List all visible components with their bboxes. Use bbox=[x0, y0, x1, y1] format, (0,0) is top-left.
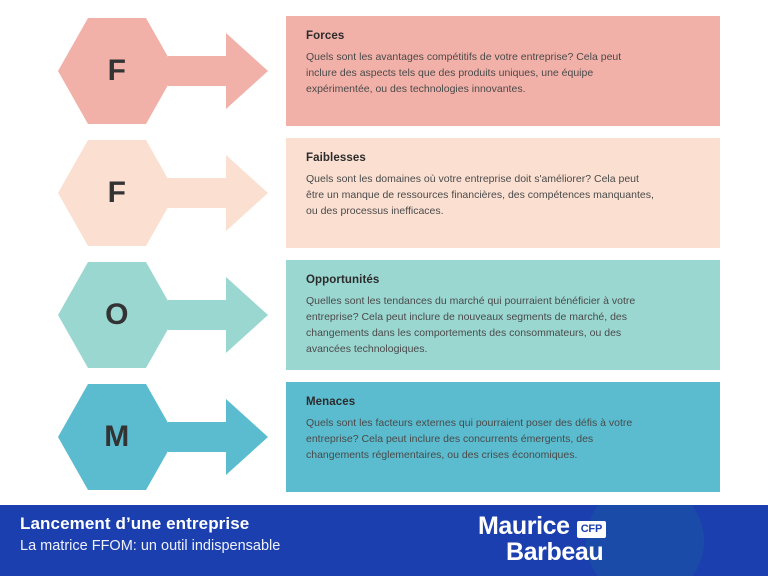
arrow-shape-strengths: F bbox=[58, 16, 268, 126]
arrow-icon bbox=[58, 18, 268, 124]
arrow-letter-opportunities: O bbox=[105, 298, 129, 331]
panel-threats: Menaces Quels sont les facteurs externes… bbox=[286, 382, 720, 492]
footer-text-group: Lancement d’une entreprise La matrice FF… bbox=[20, 514, 460, 554]
swot-row-strengths: F Forces Quels sont les avantages compét… bbox=[0, 16, 768, 126]
panel-title-strengths: Forces bbox=[306, 30, 345, 42]
arrow-shape-opportunities: O bbox=[58, 260, 268, 370]
arrow-shape-weaknesses: F bbox=[58, 138, 268, 248]
panel-title-weaknesses: Faiblesses bbox=[306, 152, 366, 164]
panel-body-threats: Quels sont les facteurs externes qui pou… bbox=[306, 417, 633, 461]
swot-row-threats: M Menaces Quels sont les facteurs extern… bbox=[0, 382, 768, 492]
panel-title-opportunities: Opportunités bbox=[306, 274, 380, 286]
panel-body-strengths: Quels sont les avantages compétitifs de … bbox=[306, 51, 622, 95]
logo-word-barbeau: Barbeau bbox=[506, 538, 604, 566]
footer-bar: Lancement d’une entreprise La matrice FF… bbox=[0, 505, 768, 576]
panel-strengths: Forces Quels sont les avantages compétit… bbox=[286, 16, 720, 126]
swot-row-weaknesses: F Faiblesses Quels sont les domaines où … bbox=[0, 138, 768, 248]
arrow-letter-weaknesses: F bbox=[107, 176, 127, 209]
panel-body-opportunities: Quelles sont les tendances du marché qui… bbox=[306, 295, 636, 355]
arrow-icon bbox=[58, 262, 268, 368]
arrow-shape-threats: M bbox=[58, 382, 268, 492]
swot-row-opportunities: O Opportunités Quelles sont les tendance… bbox=[0, 260, 768, 370]
arrow-icon bbox=[58, 140, 268, 246]
footer-title: Lancement d’une entreprise bbox=[20, 514, 250, 533]
logo-line-two: Barbeau bbox=[506, 538, 604, 566]
arrow-letter-threats: M bbox=[104, 420, 130, 453]
footer-circle-decoration bbox=[586, 505, 704, 576]
arrow-icon bbox=[58, 384, 268, 490]
panel-weaknesses: Faiblesses Quels sont les domaines où vo… bbox=[286, 138, 720, 248]
footer-subtitle: La matrice FFOM: un outil indispensable bbox=[20, 538, 281, 554]
panel-opportunities: Opportunités Quelles sont les tendances … bbox=[286, 260, 720, 370]
arrow-letter-strengths: F bbox=[107, 54, 127, 87]
brand-logo[interactable]: Maurice CFP Barbeau bbox=[478, 513, 668, 569]
panel-title-threats: Menaces bbox=[306, 396, 356, 408]
cfp-badge: CFP bbox=[576, 520, 607, 538]
logo-word-maurice: Maurice bbox=[478, 512, 570, 540]
logo-line-one: Maurice CFP bbox=[478, 512, 607, 540]
panel-body-weaknesses: Quels sont les domaines où votre entrepr… bbox=[306, 173, 654, 217]
